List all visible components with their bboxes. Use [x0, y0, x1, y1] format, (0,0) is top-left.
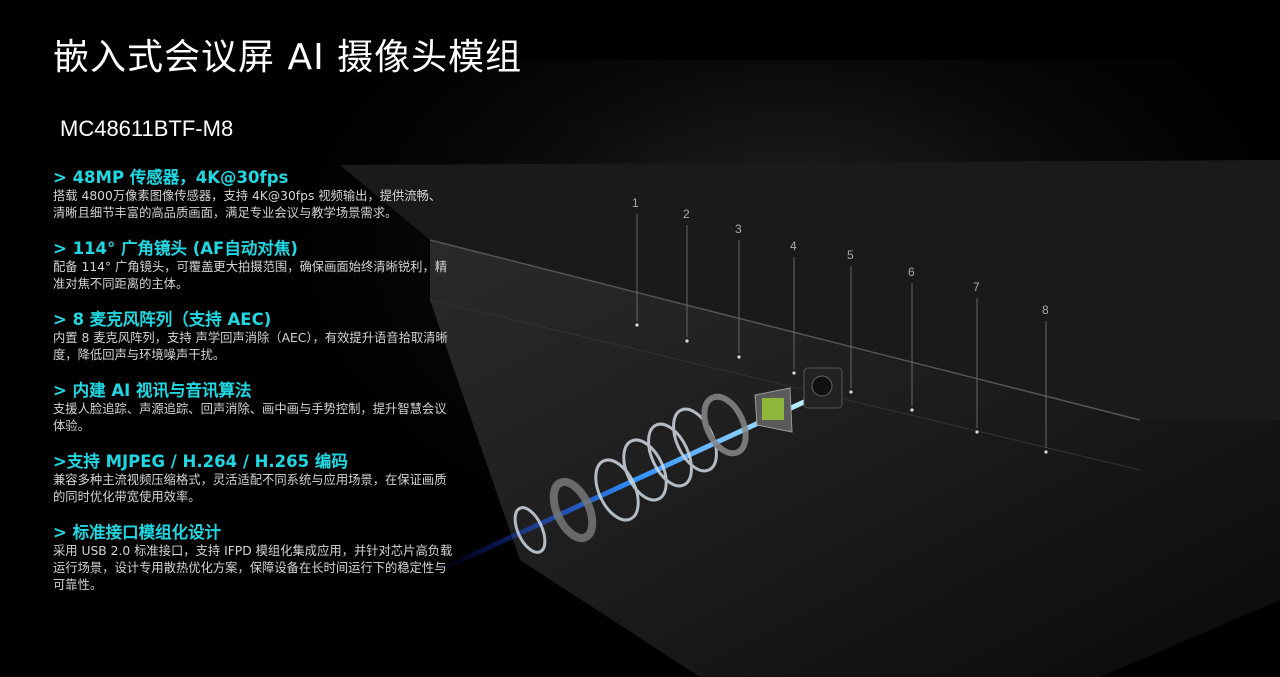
mic-label-2: 2 — [683, 207, 690, 221]
feature-text: 搭载 4800万像素图像传感器，支持 4K@30fps 视频输出，提供流畅、清晰… — [53, 189, 442, 220]
feature-text: 兼容多种主流视频压缩格式，灵活适配不同系统与应用场景，在保证画质的同时优化带宽使… — [53, 473, 447, 504]
page-title: 嵌入式会议屏 AI 摄像头模组 — [53, 37, 523, 78]
feature-heading: > 114° 广角镜头 (AF自动对焦) — [53, 239, 298, 258]
mic-hole-2 — [685, 339, 689, 343]
mic-label-1: 1 — [632, 196, 639, 210]
feature-text: 配备 114° 广角镜头，可覆盖更大拍摄范围，确保画面始终清晰锐利，精准对焦不同… — [53, 260, 448, 291]
mic-hole-3 — [737, 355, 741, 359]
mic-hole-4 — [792, 371, 796, 375]
lens-elements — [513, 393, 749, 554]
feature-lens: > 114° 广角镜头 (AF自动对焦) 配备 114° 广角镜头，可覆盖更大拍摄… — [53, 239, 453, 293]
model-number: MC48611BTF-M8 — [60, 116, 234, 141]
panel-top — [340, 160, 1280, 420]
feature-text: 支援人脸追踪、声源追踪、回声消除、画中画与手势控制，提升智慧会议体验。 — [53, 402, 447, 433]
feature-heading: > 内建 AI 视讯与音讯算法 — [53, 381, 252, 400]
feature-codec: >支持 MJPEG / H.264 / H.265 编码兼容多种主流视频压缩格式… — [53, 452, 453, 506]
mic-label-4: 4 — [790, 239, 797, 253]
mic-hole-5 — [849, 390, 853, 394]
mic-label-6: 6 — [908, 265, 915, 279]
feature-text: 内置 8 麦克风阵列，支持 声学回声消除（AEC），有效提升语音拾取清晰度，降低… — [53, 331, 448, 362]
feature-heading: > 标准接口模组化设计 — [53, 523, 222, 542]
feature-sensor: > 48MP 传感器，4K@30fps 搭载 4800万像素图像传感器，支持 4K… — [53, 168, 453, 222]
feature-list: > 48MP 传感器，4K@30fps 搭载 4800万像素图像传感器，支持 4K… — [53, 168, 453, 611]
feature-mic-array: > 8 麦克风阵列（支持 AEC) 内置 8 麦克风阵列，支持 声学回声消除（AE… — [53, 310, 453, 364]
mic-label-8: 8 — [1042, 303, 1049, 317]
mic-hole-8 — [1044, 450, 1048, 454]
feature-ai: > 内建 AI 视讯与音讯算法支援人脸追踪、声源追踪、回声消除、画中画与手势控制… — [53, 381, 453, 435]
mic-label-7: 7 — [973, 280, 980, 294]
mic-hole-7 — [975, 430, 979, 434]
mic-label-3: 3 — [735, 222, 742, 236]
feature-text: 采用 USB 2.0 标准接口，支持 IFPD 模组化集成应用，并针对芯片高负载… — [53, 544, 453, 592]
mic-hole-6 — [910, 408, 914, 412]
mic-hole-1 — [635, 323, 639, 327]
panel-face — [430, 240, 1280, 677]
mic-label-5: 5 — [847, 248, 854, 262]
feature-interface: > 标准接口模组化设计采用 USB 2.0 标准接口，支持 IFPD 模组化集成… — [53, 523, 453, 594]
feature-heading: >支持 MJPEG / H.264 / H.265 编码 — [53, 452, 348, 471]
feature-heading: > 48MP 传感器，4K@30fps — [53, 168, 289, 187]
feature-heading: > 8 麦克风阵列（支持 AEC) — [53, 310, 272, 329]
